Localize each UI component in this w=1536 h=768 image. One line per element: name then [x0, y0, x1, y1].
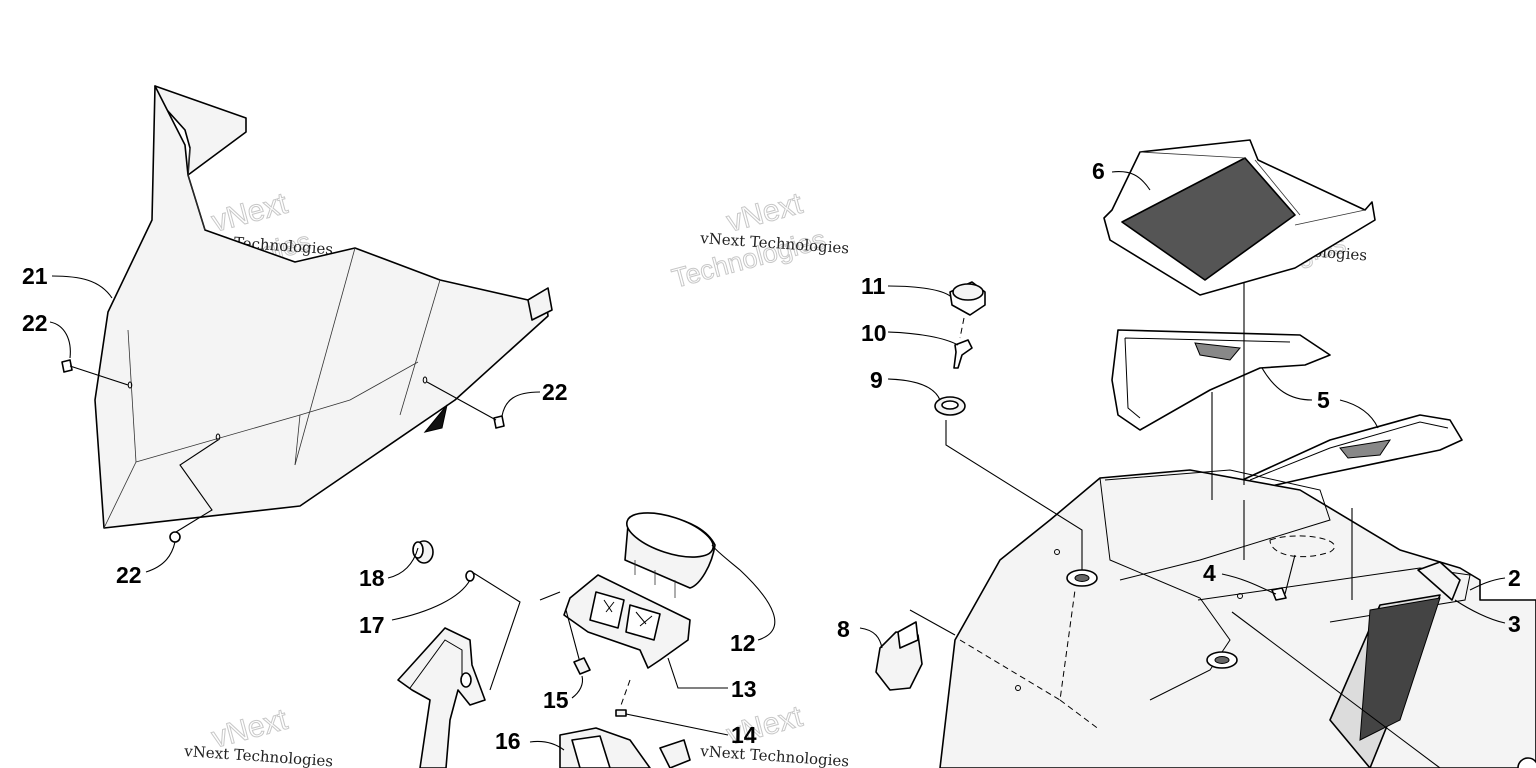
callout-17: 17	[359, 612, 385, 638]
callout-6: 6	[1092, 158, 1105, 184]
callout-22-bottom: 22	[116, 562, 142, 588]
callout-15: 15	[543, 687, 569, 713]
screw-part-22b	[426, 381, 505, 429]
watermark-company: vNext Technologies	[183, 742, 334, 768]
bracket-part-13	[563, 574, 691, 669]
sensor-part-8	[875, 609, 956, 691]
callout-14: 14	[731, 722, 757, 748]
callout-13: 13	[731, 676, 757, 702]
lens-upper-part-5	[1111, 329, 1331, 431]
callout-16: 16	[495, 728, 521, 754]
washer-part-17	[465, 570, 475, 582]
gauge-part-12	[624, 512, 716, 598]
watermark-logo-vnext: vNext	[208, 187, 291, 239]
grommet-part-9	[934, 396, 966, 416]
callout-21: 21	[22, 263, 48, 289]
callout-2: 2	[1508, 565, 1521, 591]
screw-part-4	[1269, 535, 1336, 601]
lens-lower-part-5	[1237, 414, 1463, 493]
nut-part-18	[412, 540, 434, 564]
direction-arrow-icon	[423, 404, 448, 433]
callout-11: 11	[861, 273, 886, 299]
bolt-part-15	[573, 657, 591, 675]
hood-body-part-2	[939, 469, 1536, 768]
watermark-4: vNext vNext Technologies	[183, 702, 334, 768]
screw-part-22c	[169, 439, 219, 543]
pin-part-14	[615, 679, 631, 717]
windshield-part-21	[94, 85, 553, 529]
callout-9: 9	[870, 367, 883, 393]
storage-tray-part-6	[1103, 139, 1376, 296]
callout-8: 8	[837, 616, 850, 642]
callout-22-left: 22	[22, 310, 48, 336]
callout-4: 4	[1203, 560, 1216, 586]
key-cap-part-11	[949, 281, 986, 316]
callout-18: 18	[359, 565, 385, 591]
callout-10: 10	[861, 320, 887, 346]
watermark-company: vNext Technologies	[699, 742, 850, 768]
watermark-2: vNext Technologies vNext Technologies	[668, 186, 849, 294]
callout-5: 5	[1317, 387, 1330, 413]
housing-part-3	[1417, 561, 1536, 768]
callout-3: 3	[1508, 611, 1521, 637]
callout-22-right: 22	[542, 379, 568, 405]
mount-bracket-part-16	[397, 627, 691, 768]
key-part-10	[953, 339, 973, 369]
callout-12: 12	[730, 630, 756, 656]
screw-part-22a	[61, 359, 129, 386]
